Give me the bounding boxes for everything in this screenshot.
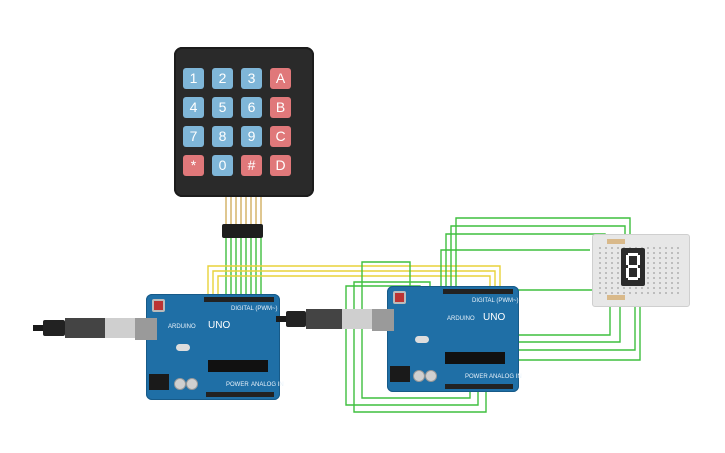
segment-c [637,268,640,278]
segment-b [637,255,640,265]
seven-segment-display-icon [621,248,645,286]
keypad-key[interactable]: 0 [212,155,233,176]
power-jack-icon[interactable] [149,374,169,390]
resistor-icon [607,295,625,300]
segment-d [628,277,638,280]
uno-label: UNO [208,320,231,331]
segment-f [626,255,629,265]
resistor-icon [607,239,625,244]
keypad-key[interactable]: 5 [212,97,233,118]
analog-label: ANALOG IN [489,374,522,380]
keypad-key[interactable]: 9 [241,126,262,147]
keypad-connector [222,224,263,238]
keypad-key[interactable]: 2 [212,68,233,89]
keypad-key[interactable]: 4 [183,97,204,118]
segment-a [628,253,638,256]
reset-button-icon[interactable] [152,299,165,312]
keypad-key[interactable]: 1 [183,68,204,89]
segment-e [626,268,629,278]
digital-header [204,297,274,302]
keypad-key[interactable]: 8 [212,126,233,147]
keypad-key[interactable]: 6 [241,97,262,118]
keypad-key[interactable]: 3 [241,68,262,89]
digital-label: DIGITAL (PWM~) [231,306,278,312]
power-label: POWER [465,374,488,380]
arduino-uno-right[interactable]: ARDUINO UNO DIGITAL (PWM~) POWER ANALOG … [387,286,522,392]
atmega-chip [445,352,505,364]
segment-g [628,265,638,268]
brand-label: ARDUINO [447,316,475,322]
capacitor [413,370,425,382]
keypad-key[interactable]: A [270,68,291,89]
keypad-key[interactable]: * [183,155,204,176]
oscillator [415,336,429,343]
brand-label: ARDUINO [168,324,196,330]
analog-label: ANALOG IN [251,382,284,388]
power-label: POWER [226,382,249,388]
capacitor [186,378,198,390]
atmega-chip [208,360,268,372]
keypad-key[interactable]: D [270,155,291,176]
uno-label: UNO [483,312,506,323]
power-header [206,392,274,397]
capacitor [425,370,437,382]
arduino-uno-left[interactable]: ARDUINO UNO DIGITAL (PWM~) POWER ANALOG … [146,294,284,400]
digital-label: DIGITAL (PWM~) [472,298,519,304]
power-header [445,384,513,389]
keypad-key[interactable]: C [270,126,291,147]
keypad-key[interactable]: 7 [183,126,204,147]
capacitor [174,378,186,390]
digital-header [443,289,513,294]
power-jack-icon[interactable] [390,366,410,382]
reset-button-icon[interactable] [393,291,406,304]
oscillator [176,344,190,351]
keypad-key[interactable]: # [241,155,262,176]
keypad-key[interactable]: B [270,97,291,118]
